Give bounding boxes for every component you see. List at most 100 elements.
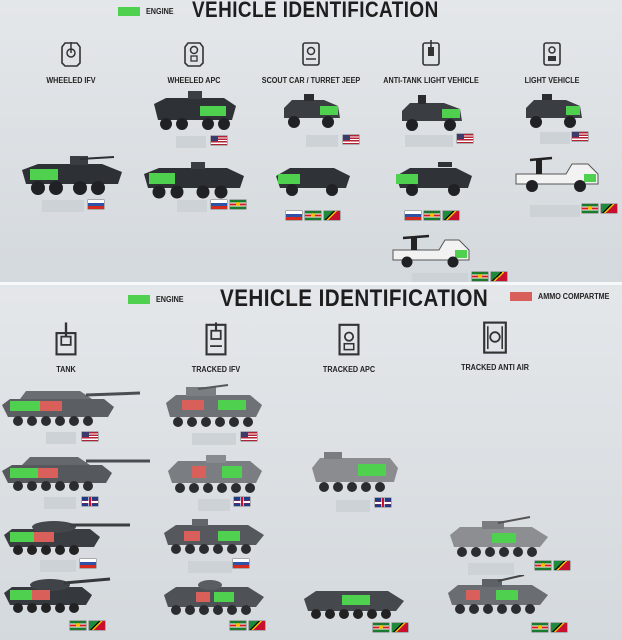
russia-flag-icon	[80, 559, 96, 568]
diagonal-tricolor-flag-icon	[443, 211, 459, 220]
tracked-anti-air-icon	[483, 321, 507, 354]
russia-flag-icon	[286, 211, 302, 220]
vehicle-name-bar	[176, 136, 206, 148]
diagonal-tricolor-flag-icon	[324, 211, 340, 220]
ammo-swatch	[510, 292, 532, 301]
anti-tank-vehicle-icon	[422, 40, 440, 66]
engine-swatch	[128, 295, 150, 304]
green-crescent-flag-icon	[424, 211, 440, 220]
diagonal-tricolor-flag-icon	[551, 623, 567, 632]
usa-flag-icon	[457, 134, 473, 143]
vehicle-light-jeep	[522, 92, 586, 132]
vehicle-tracked-ifv-2	[166, 453, 264, 497]
vehicle-tracked-ifv-1	[164, 383, 264, 431]
vehicle-tracked-ifv-3	[162, 517, 266, 557]
green-crescent-flag-icon	[70, 621, 86, 630]
category-tracked-anti-air: TRACKED ANTI AIR	[448, 319, 542, 372]
panel-divider	[0, 282, 622, 285]
vehicle-flags	[457, 134, 473, 143]
category-light-vehicle: LIGHT VEHICLE	[516, 38, 588, 85]
tracked-apc-icon	[338, 323, 360, 356]
diagonal-tricolor-flag-icon	[554, 561, 570, 570]
vehicle-wheeled-apc-2	[141, 158, 247, 202]
vehicle-flags	[535, 561, 570, 570]
vehicle-name-bar	[468, 563, 514, 575]
uk-flag-icon	[234, 497, 250, 506]
category-anti-tank: ANTI-TANK LIGHT VEHICLE	[378, 38, 484, 85]
green-crescent-flag-icon	[472, 272, 488, 281]
category-label: TANK	[56, 365, 76, 374]
vehicle-tracked-apc-2	[302, 587, 406, 621]
uk-flag-icon	[375, 498, 391, 507]
vehicle-tank-4	[2, 575, 122, 615]
vehicle-light-technical	[512, 152, 602, 196]
category-label: WHEELED IFV	[46, 76, 96, 85]
category-tracked-apc: TRACKED APC	[314, 321, 384, 374]
vehicle-flags	[230, 621, 265, 630]
vehicle-name-bar	[306, 135, 338, 147]
category-wheeled-ifv: WHEELED IFV	[36, 38, 106, 85]
vehicle-flags	[405, 211, 459, 220]
vehicle-flags	[234, 497, 250, 506]
vehicle-name-bar	[40, 560, 76, 572]
russia-flag-icon	[405, 211, 421, 220]
tracked-ifv-icon	[205, 322, 227, 356]
vehicle-name-bar	[412, 273, 468, 282]
legend-engine: ENGINE	[118, 7, 177, 16]
vehicle-flags	[572, 132, 588, 141]
vehicle-name-bar	[42, 200, 84, 212]
vehicle-tank-2	[0, 453, 152, 493]
vehicle-flags	[532, 623, 567, 632]
vehicle-flags	[233, 559, 249, 568]
vehicle-flags	[211, 136, 227, 145]
bottom-panel: ENGINE VEHICLE IDENTIFICATION AMMO COMPA…	[0, 285, 622, 640]
vehicle-name-bar	[44, 497, 76, 509]
vehicle-flags	[82, 497, 98, 506]
page-title: VEHICLE IDENTIFICATION	[192, 0, 439, 22]
vehicle-wheeled-apc-1	[152, 88, 238, 136]
vehicle-tank-1	[0, 383, 142, 429]
legend-ammo: AMMO COMPARTME	[510, 292, 617, 301]
top-panel: ENGINE VEHICLE IDENTIFICATION WHEELED IF…	[0, 0, 622, 282]
wheeled-apc-icon	[184, 42, 204, 67]
engine-swatch	[118, 7, 140, 16]
vehicle-name-bar	[405, 135, 453, 147]
legend-ammo-label: AMMO COMPARTME	[538, 292, 610, 301]
vehicle-tracked-apc-1	[310, 450, 400, 496]
vehicle-flags	[70, 621, 105, 630]
vehicle-name-bar	[46, 432, 76, 444]
vehicle-name-bar	[336, 500, 370, 512]
russia-flag-icon	[88, 200, 104, 209]
russia-flag-icon	[233, 559, 249, 568]
vehicle-anti-tank-armored	[392, 162, 476, 198]
tank-icon	[55, 322, 77, 356]
category-label: TRACKED ANTI AIR	[461, 363, 529, 372]
green-crescent-flag-icon	[535, 561, 551, 570]
vehicle-scout-car	[272, 162, 354, 198]
green-crescent-flag-icon	[230, 200, 246, 209]
vehicle-name-bar	[192, 433, 236, 445]
usa-flag-icon	[572, 132, 588, 141]
diagonal-tricolor-flag-icon	[392, 623, 408, 632]
vehicle-flags	[373, 623, 408, 632]
vehicle-technical-truck	[389, 232, 473, 270]
category-label: TRACKED APC	[322, 365, 376, 374]
diagonal-tricolor-flag-icon	[601, 204, 617, 213]
legend-engine: ENGINE	[128, 295, 187, 304]
vehicle-wheeled-ifv	[18, 150, 126, 198]
vehicle-tracked-anti-air-1	[448, 515, 550, 561]
vehicle-flags	[241, 432, 257, 441]
vehicle-name-bar	[188, 561, 232, 573]
vehicle-scout-jeep	[280, 92, 344, 132]
usa-flag-icon	[241, 432, 257, 441]
category-label: WHEELED APC	[167, 76, 221, 85]
wheeled-ifv-icon	[61, 42, 81, 67]
vehicle-flags	[88, 200, 104, 209]
vehicle-tracked-anti-air-2	[446, 575, 550, 617]
vehicle-flags	[472, 272, 507, 281]
vehicle-flags	[211, 200, 246, 209]
usa-flag-icon	[211, 136, 227, 145]
category-tank: TANK	[36, 321, 96, 374]
vehicle-flags	[582, 204, 617, 213]
vehicle-name-bar	[198, 499, 230, 511]
